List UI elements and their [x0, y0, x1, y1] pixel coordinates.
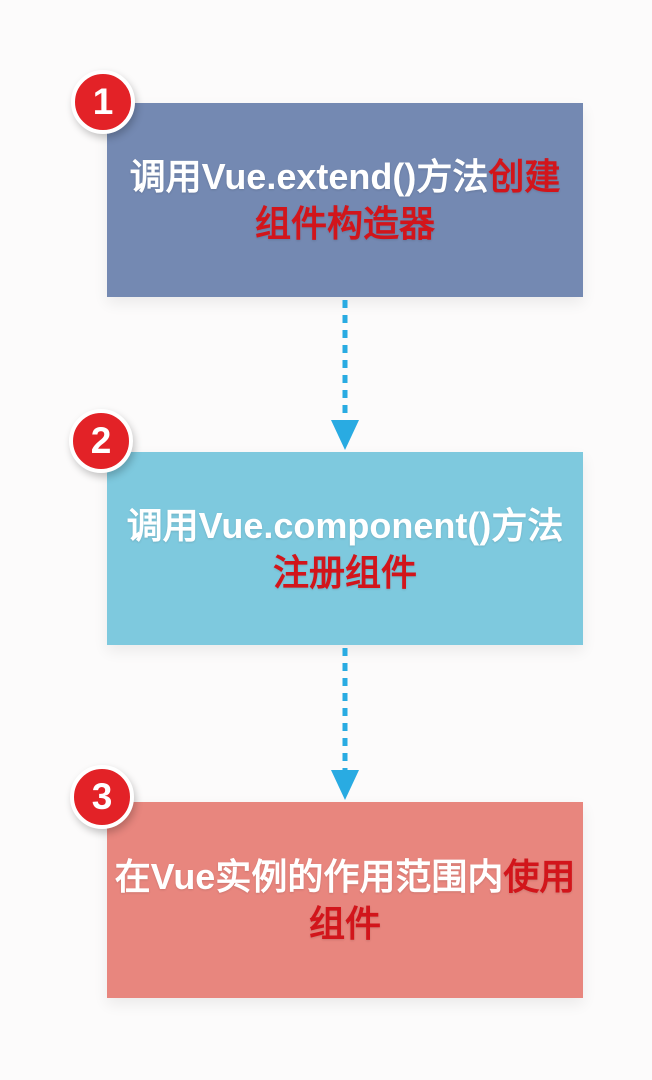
arrow-down-icon: [331, 300, 359, 450]
step-3-text-highlight: 使用: [503, 856, 576, 897]
step-2-number: 2: [90, 419, 112, 461]
step-3-line-1: 在Vue实例的作用范围内使用: [115, 853, 576, 900]
step-box-2: 调用Vue.component()方法 注册组件: [107, 452, 583, 645]
arrow-down-icon: [331, 648, 359, 800]
step-1-text-white: 调用Vue.extend()方法: [129, 156, 489, 197]
step-3-number-badge: 3: [70, 765, 134, 829]
step-1-line-2: 组件构造器: [254, 203, 435, 244]
step-box-3: 在Vue实例的作用范围内使用 组件: [107, 802, 583, 998]
step-3-number: 3: [91, 775, 113, 817]
step-3-text-white: 在Vue实例的作用范围内: [114, 856, 504, 897]
step-box-1: 调用Vue.extend()方法创建 组件构造器: [107, 103, 583, 297]
step-2-line-1: 调用Vue.component()方法: [127, 502, 564, 549]
step-1-number: 1: [92, 80, 114, 122]
step-1-line-1: 调用Vue.extend()方法创建: [130, 153, 561, 200]
step-2-number-badge: 2: [69, 409, 133, 473]
step-2-line-2: 注册组件: [272, 551, 417, 593]
step-2-text-white: 调用Vue.component()方法: [126, 504, 564, 546]
step-1-number-badge: 1: [71, 70, 135, 134]
step-3-line-2: 组件: [308, 903, 381, 944]
step-1-text-highlight: 创建: [488, 156, 561, 197]
